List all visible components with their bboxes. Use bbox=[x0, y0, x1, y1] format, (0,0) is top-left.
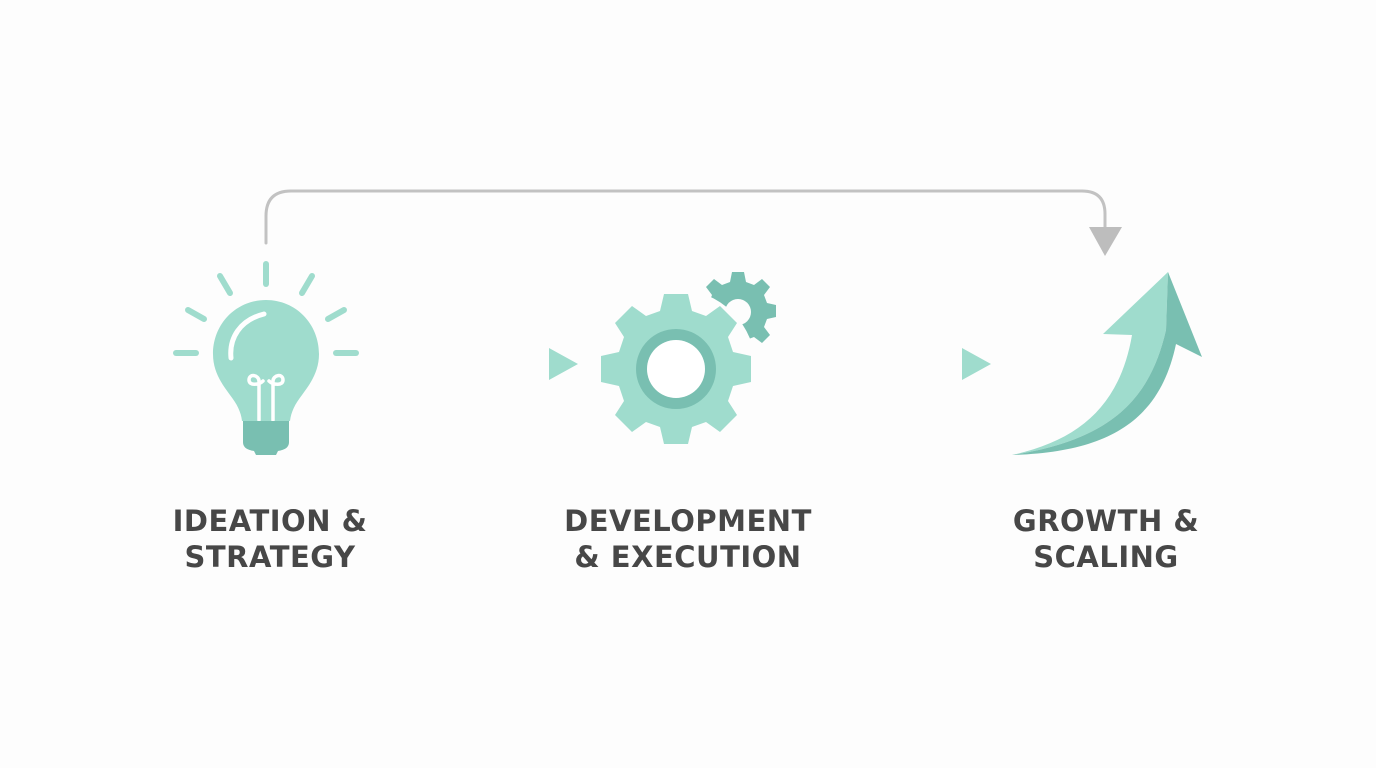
flow-arrow-1 bbox=[383, 348, 578, 380]
stage-label-development: DEVELOPMENT & EXECUTION bbox=[548, 503, 828, 575]
stage-label-line: IDEATION & bbox=[172, 504, 368, 538]
arrowhead-icon bbox=[962, 348, 991, 380]
stage-label-line: STRATEGY bbox=[184, 540, 356, 574]
flow-arrow-2 bbox=[795, 348, 991, 380]
gears-icon bbox=[596, 272, 776, 449]
bypass-arrowhead-icon bbox=[1089, 227, 1122, 256]
bypass-connector bbox=[264, 189, 1122, 256]
stage-label-line: & EXECUTION bbox=[574, 540, 802, 574]
stage-label-growth: GROWTH & SCALING bbox=[976, 503, 1236, 575]
arrowhead-icon bbox=[549, 348, 578, 380]
stage-label-line: SCALING bbox=[1033, 540, 1179, 574]
trend-up-arrow-icon bbox=[1012, 272, 1202, 455]
lightbulb-icon bbox=[173, 261, 359, 455]
stage-label-line: DEVELOPMENT bbox=[564, 504, 812, 538]
stage-label-line: GROWTH & bbox=[1012, 504, 1200, 538]
stage-label-ideation: IDEATION & STRATEGY bbox=[140, 503, 400, 575]
